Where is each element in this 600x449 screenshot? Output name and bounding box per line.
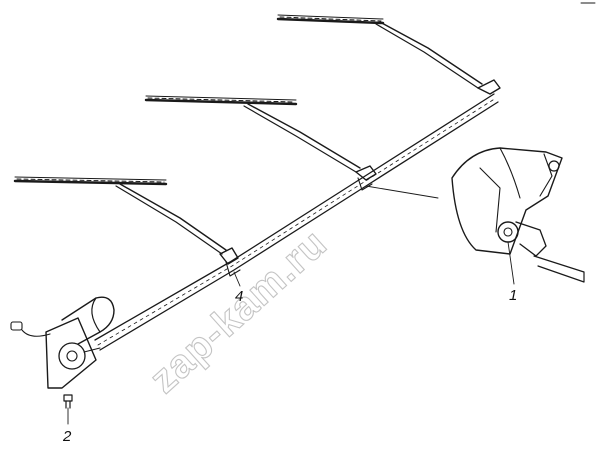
wiper-blade-1: [13, 176, 239, 265]
mounting-bolt: [63, 394, 73, 409]
wiper-linkage-rod: [94, 93, 499, 351]
wiper-blade-3: [276, 14, 501, 95]
callout-4: 4: [235, 288, 243, 305]
wiper-pivot-bracket-detail: [451, 147, 585, 283]
leader-lines: [67, 2, 596, 425]
callout-2: 2: [62, 428, 72, 445]
wiper-blade-2: [144, 95, 377, 181]
watermark: zap-kam.ru: [142, 221, 336, 402]
wiper-motor: [10, 296, 115, 389]
callout-1: 1: [509, 287, 517, 304]
